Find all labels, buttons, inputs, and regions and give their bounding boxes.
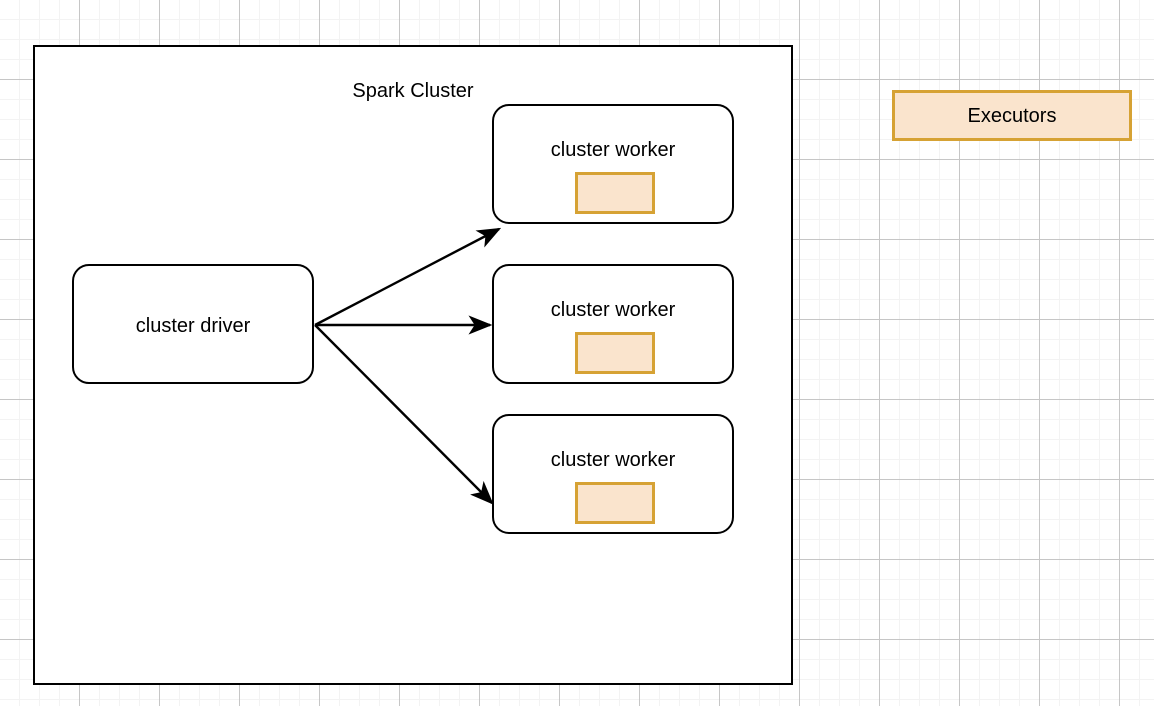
executor-rect-3[interactable]: [575, 482, 655, 524]
cluster-driver-label: cluster driver: [135, 315, 251, 337]
spark-cluster-title: Spark Cluster: [352, 80, 474, 102]
cluster-worker-label-2: cluster worker: [550, 299, 676, 321]
executors-legend-label: Executors: [967, 104, 1057, 127]
cluster-worker-label-1: cluster worker: [550, 139, 676, 161]
cluster-driver-node[interactable]: cluster driver: [72, 264, 314, 384]
executor-rect-1[interactable]: [575, 172, 655, 214]
cluster-worker-label-3: cluster worker: [550, 449, 676, 471]
cluster-worker-node-3[interactable]: cluster worker: [492, 414, 734, 534]
executors-legend-box[interactable]: Executors: [892, 90, 1132, 141]
executor-rect-2[interactable]: [575, 332, 655, 374]
cluster-worker-node-1[interactable]: cluster worker: [492, 104, 734, 224]
cluster-worker-node-2[interactable]: cluster worker: [492, 264, 734, 384]
